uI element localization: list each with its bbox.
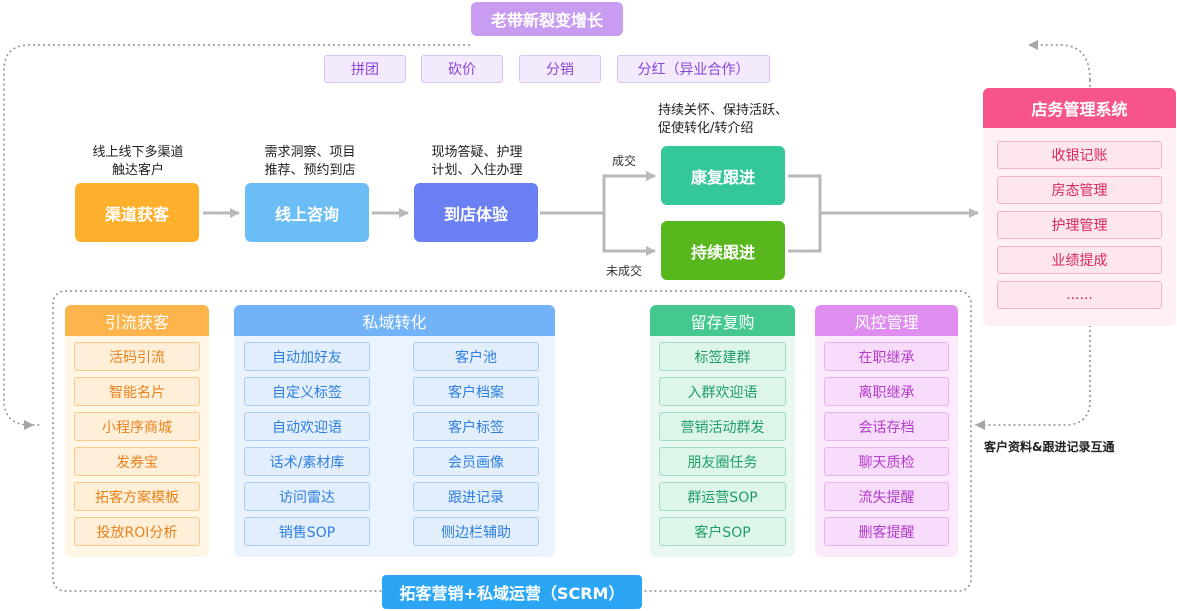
store-system-panel: 店务管理系统 收银记账 房态管理 护理管理 业绩提成 ...... [983, 88, 1176, 326]
risk-item: 在职继承 [824, 342, 949, 371]
retention-item: 群运营SOP [659, 482, 786, 511]
private-item: 话术/素材库 [244, 447, 370, 476]
retention-item: 客户SOP [659, 517, 786, 546]
arrow-no-deal [602, 213, 656, 256]
branch-no-deal-label: 未成交 [606, 264, 643, 278]
caption-line: 线上线下多渠道 [92, 145, 184, 160]
acq-item: 投放ROI分析 [74, 517, 200, 546]
loop-right-line [975, 80, 1091, 426]
private-item: 自定义标签 [244, 377, 370, 406]
merge-bracket [788, 174, 822, 253]
tag-distribution: 分销 [519, 55, 601, 83]
sync-note: 客户资料&跟进记录互通 [984, 440, 1115, 454]
panel-retention-title: 留存复购 [650, 305, 795, 336]
caption-line: 持续关怀、保持活跃、 [658, 103, 789, 118]
referral-growth-banner: 老带新裂变增长 [471, 2, 623, 36]
private-item: 会员画像 [413, 447, 539, 476]
store-item-commission: 业绩提成 [997, 246, 1162, 274]
acq-item: 活码引流 [74, 342, 200, 371]
risk-item: 会话存档 [824, 412, 949, 441]
private-item: 销售SOP [244, 517, 370, 546]
private-item: 客户标签 [413, 412, 539, 441]
panel-private: 私域转化 自动加好友 自定义标签 自动欢迎语 话术/素材库 访问雷达 销售SOP… [234, 305, 555, 557]
stage-rehab-followup: 康复跟进 [661, 146, 785, 205]
caption-line: 推荐、预约到店 [264, 163, 356, 178]
tag-group-buy: 拼团 [324, 55, 406, 83]
retention-item: 入群欢迎语 [659, 377, 786, 406]
retention-item: 营销活动群发 [659, 412, 786, 441]
panel-acquisition-title: 引流获客 [65, 305, 209, 336]
private-item: 自动加好友 [244, 342, 370, 371]
scrm-region-border [52, 290, 972, 592]
loop-top-line [1036, 44, 1091, 81]
retention-item: 朋友圈任务 [659, 447, 786, 476]
acq-item: 小程序商城 [74, 412, 200, 441]
acq-item: 发券宝 [74, 447, 200, 476]
loop-right-arrowhead [975, 420, 985, 430]
caption-followup: 持续关怀、保持活跃、 促使转化/转介绍 [658, 102, 808, 138]
store-system-title: 店务管理系统 [983, 88, 1176, 128]
caption-instore: 现场答疑、护理 计划、入住办理 [407, 144, 547, 180]
store-item-cashier: 收银记账 [997, 141, 1162, 169]
private-item: 访问雷达 [244, 482, 370, 511]
acq-item: 拓客方案模板 [74, 482, 200, 511]
tag-dividend: 分红（异业合作） [617, 55, 770, 83]
retention-item: 标签建群 [659, 342, 786, 371]
caption-line: 计划、入住办理 [431, 163, 523, 178]
private-item: 跟进记录 [413, 482, 539, 511]
caption-line: 需求洞察、项目 [264, 145, 356, 160]
private-item: 客户池 [413, 342, 539, 371]
caption-online: 需求洞察、项目 推荐、预约到店 [240, 144, 380, 180]
stage-continue-followup: 持续跟进 [661, 221, 785, 280]
stage-channel-acquisition: 渠道获客 [75, 183, 199, 242]
arrow-deal [540, 171, 656, 215]
store-item-more: ...... [997, 281, 1162, 309]
caption-line: 触达客户 [111, 163, 164, 178]
caption-line: 促使转化/转介绍 [658, 121, 754, 136]
stage-online-consult: 线上咨询 [245, 183, 369, 242]
loop-left-arrowhead [24, 420, 34, 430]
panel-acquisition: 引流获客 活码引流 智能名片 小程序商城 发券宝 拓客方案模板 投放ROI分析 [65, 305, 209, 557]
tag-bargain: 砍价 [421, 55, 503, 83]
private-item: 侧边栏辅助 [413, 517, 539, 546]
branch-deal-label: 成交 [612, 154, 637, 168]
private-item: 客户档案 [413, 377, 539, 406]
risk-item: 离职继承 [824, 377, 949, 406]
panel-risk-title: 风控管理 [815, 305, 958, 336]
risk-item: 流失提醒 [824, 482, 949, 511]
caption-line: 现场答疑、护理 [431, 145, 523, 160]
risk-item: 聊天质检 [824, 447, 949, 476]
panel-retention: 留存复购 标签建群 入群欢迎语 营销活动群发 朋友圈任务 群运营SOP 客户SO… [650, 305, 795, 557]
panel-private-title: 私域转化 [234, 305, 555, 336]
panel-risk: 风控管理 在职继承 离职继承 会话存档 聊天质检 流失提醒 删客提醒 [815, 305, 958, 557]
store-item-nursing: 护理管理 [997, 211, 1162, 239]
loop-top-arrowhead [1028, 40, 1038, 50]
caption-channel: 线上线下多渠道 触达客户 [70, 144, 206, 180]
acq-item: 智能名片 [74, 377, 200, 406]
stage-instore-experience: 到店体验 [414, 183, 538, 242]
store-item-room: 房态管理 [997, 176, 1162, 204]
scrm-banner: 拓客营销+私域运营（SCRM） [382, 575, 642, 609]
loop-left-line [3, 44, 470, 426]
risk-item: 删客提醒 [824, 517, 949, 546]
private-item: 自动欢迎语 [244, 412, 370, 441]
